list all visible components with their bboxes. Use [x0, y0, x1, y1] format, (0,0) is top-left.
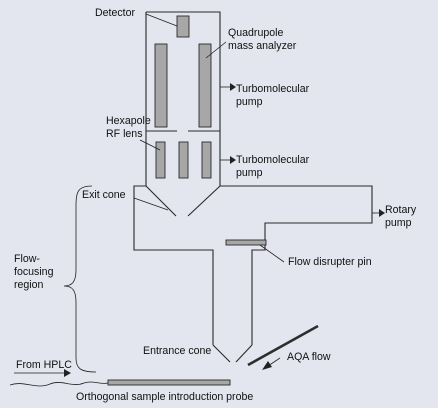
label-from-hplc: From HPLC: [16, 359, 72, 371]
flow-disrupter-leader: [259, 244, 285, 263]
flow-disrupter-pin: [225, 239, 267, 246]
hplc-tubing: [9, 381, 109, 387]
hexapole-rod-middle: [178, 141, 189, 179]
detector-leader: [145, 13, 178, 27]
analyzer-housing: [145, 11, 221, 186]
entrance-cone-shape: [212, 344, 253, 363]
sample-probe: [107, 379, 231, 386]
label-quadrupole-1: Quadrupole: [228, 27, 283, 39]
aqa-flow-arrowhead: [262, 361, 272, 370]
exit-cone-leader: [133, 197, 169, 211]
label-flow-disrupter: Flow disrupter pin: [288, 256, 372, 268]
label-entrance-cone: Entrance cone: [143, 345, 211, 357]
label-turbo1-1: Turbomolecular: [236, 83, 310, 95]
label-turbo2-2: pump: [236, 167, 263, 179]
quadrupole-rod-left: [154, 43, 168, 128]
quadrupole-leader: [205, 41, 227, 59]
label-detector: Detector: [95, 7, 136, 19]
label-turbo1-2: pump: [236, 96, 263, 108]
turbo-upper-arrow: [230, 83, 236, 91]
turbo-lower-arrow: [230, 156, 236, 164]
exit-cone-shape: [145, 185, 221, 217]
label-turbo2-1: Turbomolecular: [236, 154, 310, 166]
label-flow-focusing-3: region: [14, 279, 44, 291]
intermediate-chamber: [133, 185, 373, 345]
rotary-arrow: [379, 209, 385, 217]
label-flow-focusing-1: Flow-: [14, 253, 40, 265]
flow-focusing-brace: [63, 185, 97, 373]
label-flow-focusing-2: focusing: [14, 266, 54, 278]
hexapole-leader: [139, 139, 161, 151]
quadrupole-rod-right: [198, 43, 212, 128]
aqa-flow-tube: [247, 324, 319, 367]
detector-block: [176, 15, 190, 38]
label-aqa-flow: AQA flow: [287, 351, 331, 363]
label-rotary-2: pump: [385, 217, 412, 229]
hexapole-rod-left: [155, 141, 166, 179]
label-exit-cone: Exit cone: [82, 189, 126, 201]
label-hexapole-1: Hexapole: [106, 115, 151, 127]
label-probe: Orthogonal sample introduction probe: [76, 391, 253, 403]
hexapole-rod-right: [201, 141, 212, 179]
label-quadrupole-2: mass analyzer: [228, 40, 297, 52]
hplc-arrowhead: [64, 369, 71, 377]
label-hexapole-2: RF lens: [106, 128, 143, 140]
label-rotary-1: Rotary: [385, 204, 417, 216]
